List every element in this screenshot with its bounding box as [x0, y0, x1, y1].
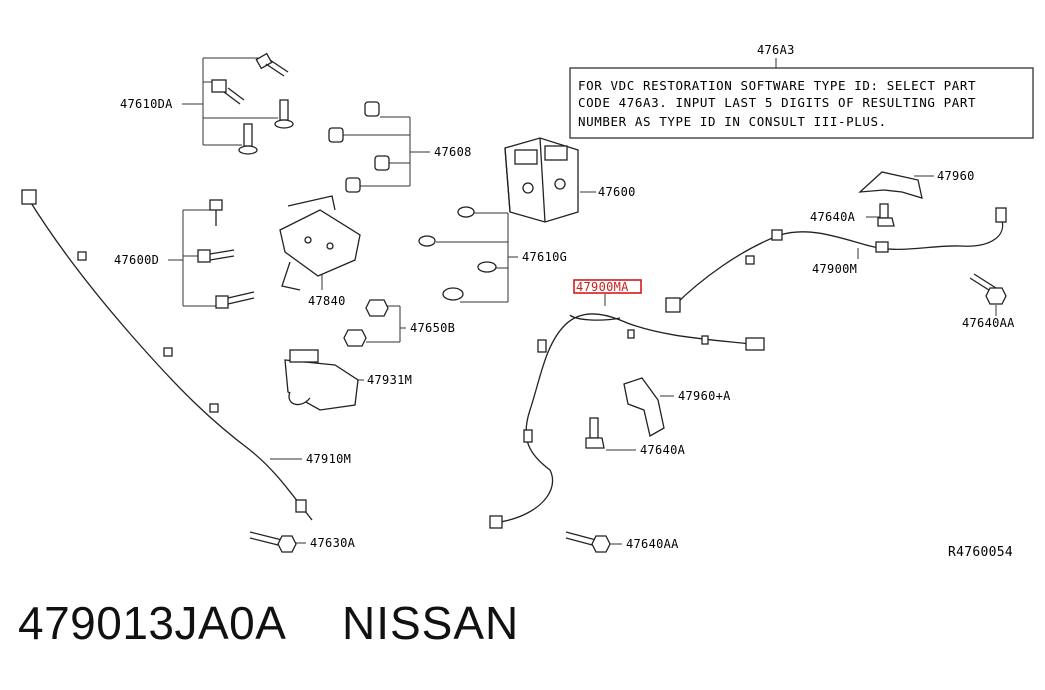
bolt-47630A: 47630A [249, 531, 356, 553]
note-476A3: 476A3 FOR VDC RESTORATION SOFTWARE TYPE … [569, 43, 1034, 139]
label-47610DA: 47610DA [120, 97, 173, 111]
label-47630A: 47630A [310, 536, 356, 550]
brand-caption: NISSAN [342, 597, 520, 649]
label-47640A-mid: 47640A [640, 443, 686, 457]
bolt-47640AA-right: 47640AA [962, 273, 1015, 330]
fasteners-47610G: 47610G [418, 206, 567, 303]
abs-actuator-47600: 47600 [504, 137, 636, 223]
label-47640AA-right: 47640AA [962, 316, 1015, 330]
note-box [569, 67, 1034, 139]
stud-47640A-mid: 47640A [585, 417, 686, 457]
harness-47900M: 47900M [665, 207, 1007, 313]
label-47931M: 47931M [367, 373, 412, 387]
label-47640AA-bottom: 47640AA [626, 537, 679, 551]
bracket-47960A: 47960+A [623, 377, 731, 437]
nuts-47650B: 47650B [343, 299, 455, 347]
note-line-1: FOR VDC RESTORATION SOFTWARE TYPE ID: SE… [578, 78, 976, 93]
label-47600D: 47600D [114, 253, 159, 267]
label-47840: 47840 [308, 294, 346, 308]
bolts-47600D: 47600D [114, 199, 255, 309]
bolt-47640AA-bottom: 47640AA [565, 531, 679, 553]
label-47960: 47960 [937, 169, 975, 183]
label-47608: 47608 [434, 145, 472, 159]
part-number-caption: 479013JA0A [18, 597, 287, 649]
bracket-47840: 47840 [279, 195, 361, 308]
bracket-47960: 47960 [858, 169, 975, 199]
grommets-47608: 47608 [328, 101, 472, 193]
label-47960A: 47960+A [678, 389, 731, 403]
label-47650B: 47650B [410, 321, 455, 335]
highlight-box [573, 279, 642, 294]
label-47610G: 47610G [522, 250, 567, 264]
stud-47640A-top: 47640A [810, 203, 895, 227]
label-476A3: 476A3 [757, 43, 795, 57]
wire-47910M: 47910M [21, 189, 351, 521]
diagram-id: R4760054 [948, 545, 1013, 560]
harness-47900MA: 47900MA [489, 279, 765, 529]
sensor-47931M: 47931M [284, 349, 412, 411]
label-47910M: 47910M [306, 452, 351, 466]
bolts-47610DA: 47610DA [120, 52, 294, 155]
note-line-2: CODE 476A3. INPUT LAST 5 DIGITS OF RESUL… [578, 95, 976, 110]
label-47640A-top: 47640A [810, 210, 856, 224]
note-line-3: NUMBER AS TYPE ID IN CONSULT III-PLUS. [578, 114, 887, 129]
label-47600: 47600 [598, 185, 636, 199]
label-47900MA: 47900MA [576, 280, 629, 294]
label-47900M: 47900M [812, 262, 857, 276]
